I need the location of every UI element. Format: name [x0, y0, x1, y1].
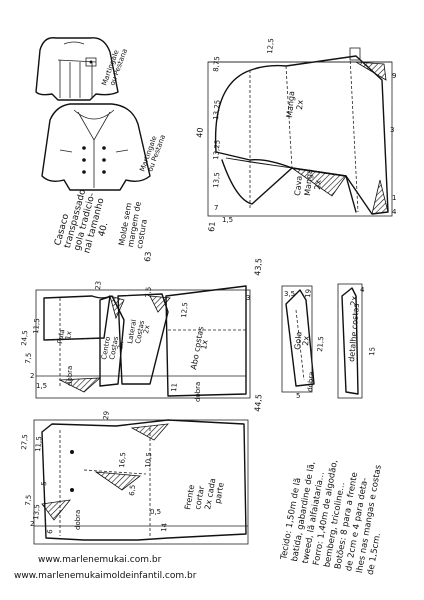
collar-qty: 2x: [301, 335, 311, 346]
front-line4: parte: [213, 482, 226, 505]
front-piece: [33, 419, 249, 545]
seam-note: Molde sem margem de costura: [117, 201, 149, 250]
front-dim-d2: 27,5: [20, 434, 29, 450]
back-dim-d5: 12,5: [180, 302, 189, 318]
sleeve-dim-w1: 8,75: [212, 56, 221, 72]
back-dim-d11: 3: [246, 294, 250, 302]
sleeve-dim-w2: 13,5: [212, 172, 221, 188]
collar-dim-d3: 3,5: [284, 290, 295, 298]
back-hatch-3: [58, 377, 102, 393]
back-pieces: [35, 285, 251, 399]
back-dim-d3: 11,5: [32, 318, 41, 334]
sleeve-hatch-1: [291, 167, 347, 197]
front-name: Frente: [183, 484, 196, 510]
front-dim-d3: 11,5: [34, 436, 43, 452]
under-sleeve-name: Cava: [293, 175, 304, 196]
back-qty-a: 1x: [64, 330, 73, 340]
detail-name: detalhe costas: [347, 303, 361, 362]
sleeve-dim-cap-b: 13,25: [212, 140, 222, 161]
sleeve-dim-b1: 7: [214, 204, 218, 212]
front-dim-d4: 7,5: [24, 494, 33, 506]
sleeve-hatch-3: [355, 61, 387, 81]
back-hatch-2: [149, 295, 171, 313]
coat-sketch-back: [35, 37, 119, 101]
front-hatch-1: [130, 423, 169, 441]
under-sleeve-name2: Manga: [303, 169, 314, 197]
front-dim-d7: 6,5: [128, 484, 137, 496]
front-hatch-2: [94, 471, 142, 491]
under-sleeve-qty: 2x: [313, 179, 323, 190]
front-dim-d9: 2: [30, 520, 34, 528]
sleeve-piece: [207, 47, 393, 217]
sleeve-dim-c1: 3: [390, 126, 394, 134]
back-fold: dobra: [66, 366, 74, 386]
back-fold-2: dobra: [194, 382, 202, 402]
back-dim-width: 43,5: [253, 258, 264, 277]
front-line2: cortar: [193, 485, 206, 511]
title-line: 40.: [97, 221, 110, 237]
materials-note: Tecido: 1,50m de lã batida, gabardine de…: [279, 459, 384, 576]
sleeve-dim-c4: 4: [392, 208, 397, 216]
back-dim-d7: 1,5: [36, 382, 47, 390]
collar-dim-d4: 5: [296, 392, 300, 400]
back-name-b: Centro: [100, 336, 112, 360]
front-fold: dobra: [74, 510, 82, 530]
front-dim-d1: 29: [102, 411, 111, 421]
back-name-a: Pala: [56, 329, 66, 345]
sleeve-qty: 2x: [295, 99, 305, 110]
front-dim-d10: 13,5: [32, 504, 41, 520]
sleeve-dim-top: 12,5: [266, 38, 275, 54]
collar-dim-d1: 19: [304, 289, 313, 299]
sleeve-dim-cap-a: 13,25: [212, 100, 222, 121]
back-hatch-1: [109, 295, 125, 320]
footer-url-1: www.marlenemukai.com.br: [38, 555, 162, 565]
back-dim-d9: 7,5: [144, 286, 153, 298]
sleeve-dim-height: 40: [195, 127, 205, 138]
sleeve-dim-c3: 1: [392, 194, 396, 202]
front-dim-d13: 0,5: [150, 508, 161, 516]
back-qty-d: 1x: [199, 339, 210, 350]
detail-dim-d2: 4: [360, 286, 365, 294]
sleeve-dim-c2: 9: [392, 72, 396, 80]
sleeve-hatch-2: [225, 157, 293, 169]
back-dim-d6: 2: [30, 372, 34, 380]
front-dim-width: 44,5: [253, 394, 264, 413]
back-qty-c: 2x: [142, 324, 151, 334]
back-dim-d2: 24,5: [20, 330, 29, 346]
collar-fold: dobra: [306, 371, 316, 392]
detail-dim-d1: 15: [368, 347, 377, 357]
back-dim-d1: 23: [94, 281, 103, 291]
front-dim-d11: 6: [46, 528, 54, 534]
front-dim-d6: 10,5: [144, 452, 153, 468]
back-detail-piece: [337, 283, 363, 399]
collar-piece: [281, 285, 315, 393]
collar-name: Gola: [293, 331, 304, 350]
footer-url-2: www.marlenemukaimoldeinfantil.com.br: [14, 571, 197, 581]
front-dim-d12: 14: [160, 522, 169, 532]
front-dim-d8: 5: [40, 481, 48, 486]
front-hatch-3: [41, 499, 71, 521]
back-dim-d10: 11: [170, 383, 179, 393]
back-dim-d8: 63: [143, 251, 153, 262]
front-dim-d5: 16,5: [118, 452, 127, 468]
detail-qty: 2x: [349, 295, 359, 306]
collar-dim-d2: 21,5: [316, 336, 325, 352]
back-dim-d4: 7,5: [24, 352, 33, 364]
back-qty-b: 2x: [116, 340, 125, 350]
sleeve-name: Manga: [285, 91, 296, 119]
sleeve-dim-side: 61: [207, 221, 217, 232]
pattern-title: Casaco transpassado gola tradicio- nal t…: [53, 188, 110, 255]
sleeve-hatch-4: [371, 179, 389, 215]
coat-sketch-front: [41, 103, 151, 191]
sleeve-dim-b2: 1,5: [222, 216, 233, 224]
